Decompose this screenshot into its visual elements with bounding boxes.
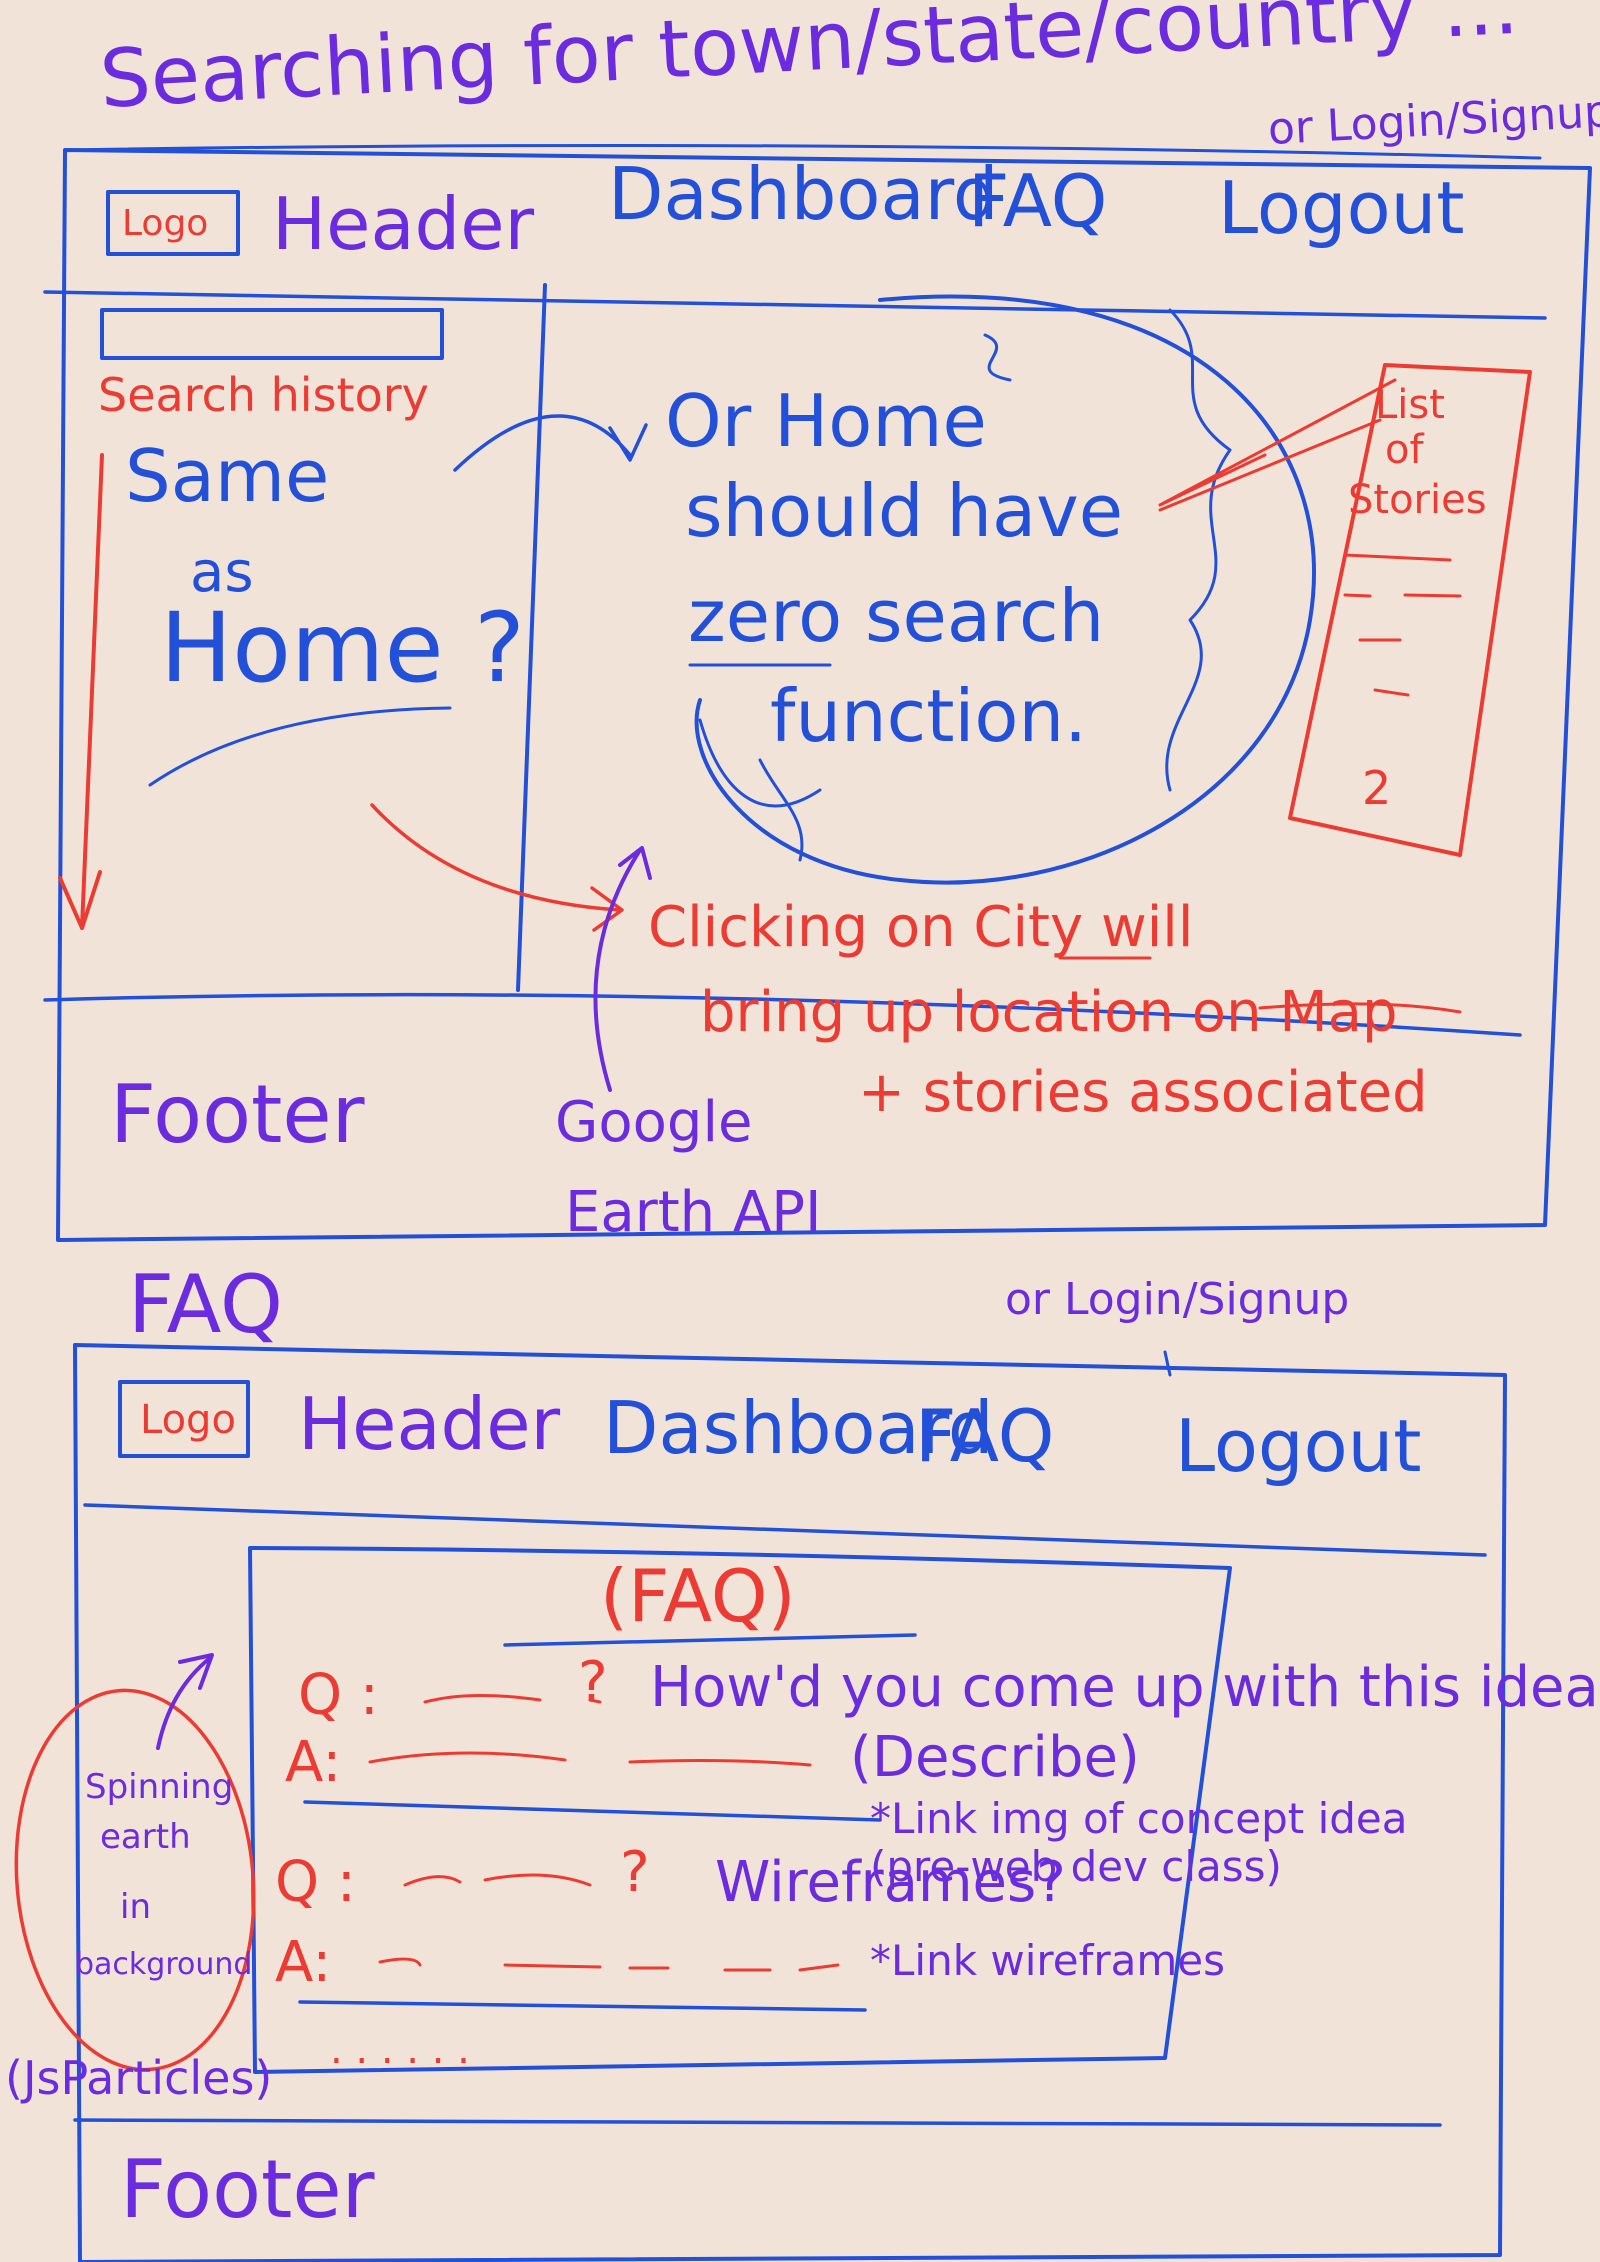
frame-2-auth-tick — [1163, 1350, 1172, 1377]
frame-1-api-arrow — [593, 846, 652, 1092]
frame-2-header-divider — [83, 1503, 1487, 1557]
sidebar-question-line-3: Home ? — [160, 592, 525, 704]
frame-1-curved-arrow-to-globe — [453, 414, 648, 472]
sidebar-question-line-2: as — [190, 540, 254, 605]
globe-note-line-1: Or Home — [665, 379, 987, 463]
stories-label-line-3: Stories — [1348, 477, 1487, 523]
frame-1-globe-coastline — [1165, 308, 1232, 792]
search-nav-dashboard[interactable]: Dashboard — [608, 152, 999, 236]
frame-2-note-arrow — [156, 1653, 214, 1750]
frame-1-stories-arrows — [1158, 378, 1397, 512]
search-nav-faq[interactable]: FAQ — [968, 159, 1108, 243]
globe-note-line-3: zero search — [688, 574, 1105, 658]
bg-note-line-3: in — [120, 1887, 151, 1927]
particles-note: (JsParticles) — [5, 2051, 273, 2105]
frame-2-logo-box — [118, 1380, 250, 1458]
bg-note-line-2: earth — [100, 1817, 191, 1857]
faq-header-label: Header — [298, 1382, 561, 1466]
stories-list-marker: 2 — [1362, 761, 1392, 815]
faq-more: . . . . . . — [330, 2027, 470, 2073]
frame-1-history-arrow — [58, 453, 104, 930]
faq-a1-prefix: A: — [285, 1730, 342, 1795]
frame-1-footer-divider — [43, 992, 1522, 1037]
faq-q1-mark: ? — [578, 1650, 608, 1715]
search-logo[interactable]: Logo — [122, 203, 209, 244]
faq-q1-link-note[interactable]: *Link img of concept idea (pre-web dev c… — [870, 1794, 1408, 1892]
click-note-line-2: bring up location on Map — [700, 980, 1398, 1045]
frame-2-border — [73, 1343, 1507, 2262]
frame-2-divider-1 — [303, 1800, 882, 1822]
faq-nav-dashboard[interactable]: Dashboard — [603, 1386, 994, 1470]
faq-q2-mark: ? — [620, 1840, 650, 1905]
faq-q2-prefix: Q : — [275, 1850, 356, 1915]
frame-1-globe-coastline-2 — [983, 333, 1012, 382]
frame-1-stories-lines — [1343, 553, 1462, 697]
frame-2-background-note-circle — [14, 1688, 256, 2072]
faq-q1-prefix: Q : — [298, 1663, 379, 1728]
bg-note-line-1: Spinning — [85, 1767, 234, 1807]
faq-q2-link-note[interactable]: *Link wireframes — [870, 1936, 1225, 1985]
sidebar-question-line-1: Same — [125, 434, 330, 518]
frame-2-footer-divider — [73, 2118, 1442, 2127]
faq-q2-text: Wireframes? — [715, 1850, 1066, 1915]
api-note-line-1: Google — [555, 1090, 753, 1155]
frame-1-top-rule — [63, 144, 1542, 160]
frame-2-q1-squiggles — [423, 1693, 602, 1704]
click-note-line-1: Clicking on City will — [648, 895, 1194, 960]
frame-1-globe-coastline-3 — [698, 718, 822, 862]
frame-2-q2-squiggles — [403, 1873, 592, 1887]
globe-note-line-4: function. — [770, 674, 1088, 758]
click-note-line-3: + stories associated — [858, 1060, 1428, 1125]
faq-a1-note: (Describe) — [850, 1725, 1140, 1790]
frame-2-card-border — [248, 1546, 1232, 2074]
frame-2-a2-squiggles — [378, 1957, 840, 1972]
frame-1-search-box — [100, 308, 444, 360]
faq-footer: Footer — [120, 2143, 375, 2236]
faq-nav-logout[interactable]: Logout — [1175, 1404, 1422, 1488]
stories-label-line-2: of — [1385, 427, 1424, 473]
globe-note-line-2: should have — [685, 469, 1124, 553]
faq-card-title: (FAQ) — [600, 1554, 796, 1638]
frame-1-logo-box — [106, 190, 240, 256]
frame-1-sidebar-underline — [148, 706, 452, 787]
faq-nav-faq[interactable]: FAQ — [915, 1394, 1055, 1478]
search-nav-logout[interactable]: Logout — [1218, 166, 1465, 250]
frame-1-globe — [694, 294, 1316, 885]
frame-2-card-title-underline — [503, 1633, 917, 1647]
api-note-line-2: Earth API — [565, 1180, 822, 1245]
faq-a2-prefix: A: — [275, 1930, 332, 1995]
frame-1-strike — [1258, 1002, 1462, 1014]
search-header-label: Header — [272, 182, 535, 266]
frame-1-sidebar-to-city-arrow — [370, 803, 624, 932]
frame-1-header-divider — [43, 290, 1547, 320]
frame-1-sidebar-divider — [516, 283, 547, 992]
search-footer: Footer — [110, 1068, 365, 1161]
search-history-label: Search history — [98, 368, 429, 422]
faq-logo[interactable]: Logo — [140, 1397, 236, 1443]
faq-q1-text: How'd you come up with this idea ? — [650, 1655, 1600, 1720]
stories-label-line-1: List — [1375, 382, 1445, 428]
frame-2-a1-squiggles — [368, 1751, 812, 1767]
bg-note-line-4: background — [75, 1947, 253, 1982]
faq-page-title: FAQ — [128, 1258, 283, 1351]
frame-1-stories-box — [1288, 363, 1532, 857]
faq-alt-auth[interactable]: or Login/Signup — [1005, 1274, 1350, 1325]
frame-2-divider-2 — [298, 2000, 867, 2012]
